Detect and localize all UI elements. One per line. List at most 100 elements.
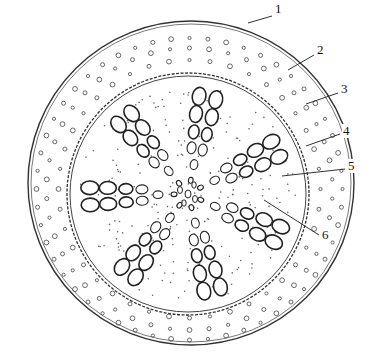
cortex-cell bbox=[56, 187, 61, 192]
cortex-cell bbox=[208, 315, 211, 318]
parenchyma-dot bbox=[138, 164, 140, 166]
xylem-vessel bbox=[192, 264, 209, 284]
parenchyma-dot bbox=[218, 197, 220, 199]
cortex-cell bbox=[247, 73, 250, 76]
xylem-vessel bbox=[192, 182, 196, 188]
parenchyma-dot bbox=[227, 157, 229, 159]
parenchyma-dot bbox=[199, 136, 201, 138]
parenchyma-dot bbox=[109, 224, 111, 226]
cortex-cell bbox=[52, 117, 55, 120]
cortex-cell bbox=[110, 291, 115, 296]
cortex-cell bbox=[82, 112, 85, 115]
cortex-cell bbox=[242, 46, 245, 49]
parenchyma-dot bbox=[212, 137, 214, 139]
cortex-cell bbox=[261, 66, 266, 71]
parenchyma-dot bbox=[252, 123, 254, 125]
cortex-cell bbox=[71, 269, 74, 272]
parenchyma-dot bbox=[210, 172, 212, 174]
cortex-cell bbox=[304, 268, 308, 272]
cortex-cell bbox=[116, 53, 121, 58]
parenchyma-dot bbox=[187, 270, 189, 272]
cortex-cell bbox=[331, 241, 334, 244]
xylem-vessel bbox=[203, 244, 217, 260]
callout-number: 4 bbox=[342, 124, 351, 138]
xylem-vessel bbox=[238, 164, 255, 180]
xylem-vessel bbox=[153, 191, 163, 199]
parenchyma-dot bbox=[255, 112, 257, 114]
parenchyma-dot bbox=[163, 250, 165, 252]
cortex-cell bbox=[313, 272, 318, 277]
cortex-cell bbox=[63, 147, 67, 151]
cortex-cell bbox=[73, 87, 78, 92]
parenchyma-dot bbox=[287, 183, 289, 185]
parenchyma-dot bbox=[232, 194, 234, 196]
parenchyma-dot bbox=[131, 225, 133, 227]
parenchyma-dot bbox=[167, 206, 169, 208]
parenchyma-dot bbox=[188, 92, 190, 94]
cortex-cell bbox=[188, 58, 191, 61]
parenchyma-dot bbox=[262, 189, 264, 191]
parenchyma-dot bbox=[294, 194, 296, 196]
parenchyma-dot bbox=[152, 239, 154, 241]
parenchyma-dot bbox=[247, 162, 249, 164]
xylem-vessel bbox=[178, 187, 183, 194]
parenchyma-dot bbox=[153, 102, 155, 104]
cortex-cell bbox=[52, 257, 56, 261]
parenchyma-dot bbox=[169, 131, 171, 133]
parenchyma-dot bbox=[241, 237, 243, 239]
xylem-vessel bbox=[233, 218, 250, 233]
parenchyma-dot bbox=[147, 278, 149, 280]
xylem-vessel bbox=[121, 102, 143, 125]
cortex-cell bbox=[83, 91, 87, 95]
cortex-cell bbox=[168, 48, 171, 51]
parenchyma-dot bbox=[98, 246, 100, 248]
parenchyma-dot bbox=[165, 119, 167, 121]
xylem-vessel bbox=[260, 132, 282, 152]
parenchyma-dot bbox=[249, 273, 251, 275]
xylem-vessel bbox=[100, 197, 117, 210]
cortex-cell bbox=[133, 328, 137, 332]
xylem-vessel bbox=[204, 108, 220, 127]
parenchyma-dot bbox=[182, 120, 184, 122]
parenchyma-dot bbox=[171, 238, 173, 240]
cortex-cell bbox=[206, 37, 210, 41]
parenchyma-dot bbox=[183, 128, 185, 130]
parenchyma-dot bbox=[211, 240, 213, 242]
cortex-cell bbox=[70, 245, 75, 250]
xylem-vessel bbox=[225, 201, 240, 214]
parenchyma-dot bbox=[231, 284, 233, 286]
cortex-cell bbox=[48, 216, 51, 219]
xylem-vessel bbox=[182, 200, 186, 206]
parenchyma-dot bbox=[157, 218, 159, 220]
parenchyma-dot bbox=[187, 268, 189, 270]
cortex-cell bbox=[61, 252, 65, 256]
parenchyma-dot bbox=[157, 212, 159, 214]
parenchyma-dot bbox=[117, 149, 119, 151]
parenchyma-dot bbox=[160, 265, 162, 267]
cortex-cell bbox=[169, 337, 174, 342]
parenchyma-dot bbox=[134, 186, 136, 188]
endodermis-outline bbox=[67, 73, 309, 315]
parenchyma-dot bbox=[232, 189, 234, 191]
cortex-cell bbox=[188, 46, 192, 50]
parenchyma-dot bbox=[119, 221, 121, 223]
cortex-cell bbox=[278, 297, 281, 300]
cortex-cell bbox=[114, 308, 117, 311]
parenchyma-dot bbox=[151, 206, 153, 208]
parenchyma-dot bbox=[178, 140, 180, 142]
parenchyma-dot bbox=[111, 178, 113, 180]
leader-line bbox=[288, 55, 314, 70]
parenchyma-dot bbox=[213, 147, 215, 149]
parenchyma-dot bbox=[155, 107, 157, 109]
parenchyma-dot bbox=[186, 166, 188, 168]
parenchyma-dot bbox=[138, 102, 140, 104]
cortex-cell bbox=[208, 60, 212, 64]
parenchyma-dot bbox=[138, 289, 140, 291]
cortex-cell bbox=[227, 323, 230, 326]
parenchyma-dot bbox=[118, 171, 120, 173]
parenchyma-dot bbox=[221, 246, 223, 248]
cortex-cell bbox=[224, 40, 229, 45]
parenchyma-dot bbox=[117, 169, 119, 171]
cortex-cell bbox=[58, 207, 62, 211]
